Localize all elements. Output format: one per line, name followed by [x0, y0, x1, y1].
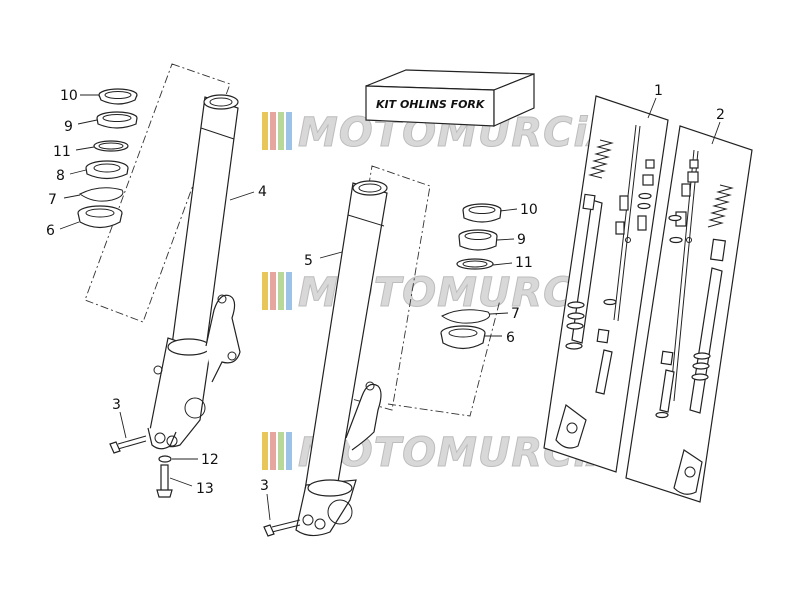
callout-11-middle: 11: [515, 255, 533, 271]
bolt-3-left: [109, 435, 147, 454]
middle-part-stack: [440, 203, 502, 350]
fork-slider-middle: [295, 381, 382, 537]
callout-3-middle: 3: [260, 478, 269, 494]
ohlins-kit-panel-2: [625, 125, 753, 503]
bolt-13: [156, 464, 173, 498]
washer-11-left: [93, 140, 129, 152]
watermark-stripe: [270, 272, 276, 310]
bushing-10-middle: [462, 203, 502, 223]
circlip-7-middle: [441, 309, 491, 324]
watermark-stripe: [278, 272, 284, 310]
callout-10-middle: 10: [520, 202, 538, 218]
watermark-stripe: [270, 112, 276, 150]
leader-lines: [59, 94, 721, 521]
callout-12: 12: [201, 452, 219, 468]
callout-11-left: 11: [53, 144, 71, 160]
panel-2-border: [625, 125, 753, 503]
washer-12: [158, 455, 172, 463]
callout-6-middle: 6: [506, 330, 515, 346]
bushing-9-left: [96, 111, 138, 129]
watermark-stripe: [262, 432, 268, 470]
kit-box-label: KIT OHLINS FORK: [376, 98, 486, 111]
callout-9-left: 9: [64, 119, 73, 135]
circlip-7-left: [79, 187, 124, 202]
watermark-stripe: [270, 432, 276, 470]
kit-ohlins-box: KIT OHLINS FORK: [365, 69, 535, 127]
panel-1-border: [543, 95, 669, 473]
watermark-stripe: [262, 112, 268, 150]
bushing-9-middle: [458, 229, 498, 251]
watermark-stripe: [286, 432, 292, 470]
seal-8-left: [85, 160, 129, 180]
washer-11-middle: [456, 258, 494, 270]
bolt-3-middle: [263, 519, 301, 537]
dust-seal-6-left: [77, 205, 123, 229]
watermark-stripe: [286, 272, 292, 310]
callout-7-left: 7: [48, 192, 57, 208]
left-part-stack: [77, 88, 138, 229]
callout-2: 2: [716, 107, 725, 123]
dust-seal-6-middle: [440, 325, 486, 350]
middle-dashed-outline: [333, 165, 431, 411]
middle-dashed-outline-right: [387, 299, 501, 417]
watermark-stripe: [286, 112, 292, 150]
callout-13: 13: [196, 481, 214, 497]
callout-8: 8: [56, 168, 65, 184]
callout-10-left: 10: [60, 88, 78, 104]
callout-5: 5: [304, 253, 313, 269]
ohlins-kit-panel-1: [543, 95, 669, 473]
watermark-stripe: [262, 272, 268, 310]
callout-7-middle: 7: [511, 306, 520, 322]
bushing-10-left: [98, 88, 138, 105]
fork-slider-left: [147, 294, 241, 450]
watermark-stripe: [278, 432, 284, 470]
callout-6-left: 6: [46, 223, 55, 239]
callout-4: 4: [258, 184, 267, 200]
callout-labels: 10 9 11 8 7 6 4 5 3 12 13 3 10 9 11 7 6 …: [46, 83, 725, 497]
watermark-stripe: [278, 112, 284, 150]
callout-1: 1: [654, 83, 663, 99]
spring-panel-1: [588, 139, 614, 179]
callout-9-middle: 9: [517, 232, 526, 248]
callout-3-left: 3: [112, 397, 121, 413]
spring-panel-2: [707, 184, 734, 228]
fork-tube-4: [171, 94, 239, 357]
